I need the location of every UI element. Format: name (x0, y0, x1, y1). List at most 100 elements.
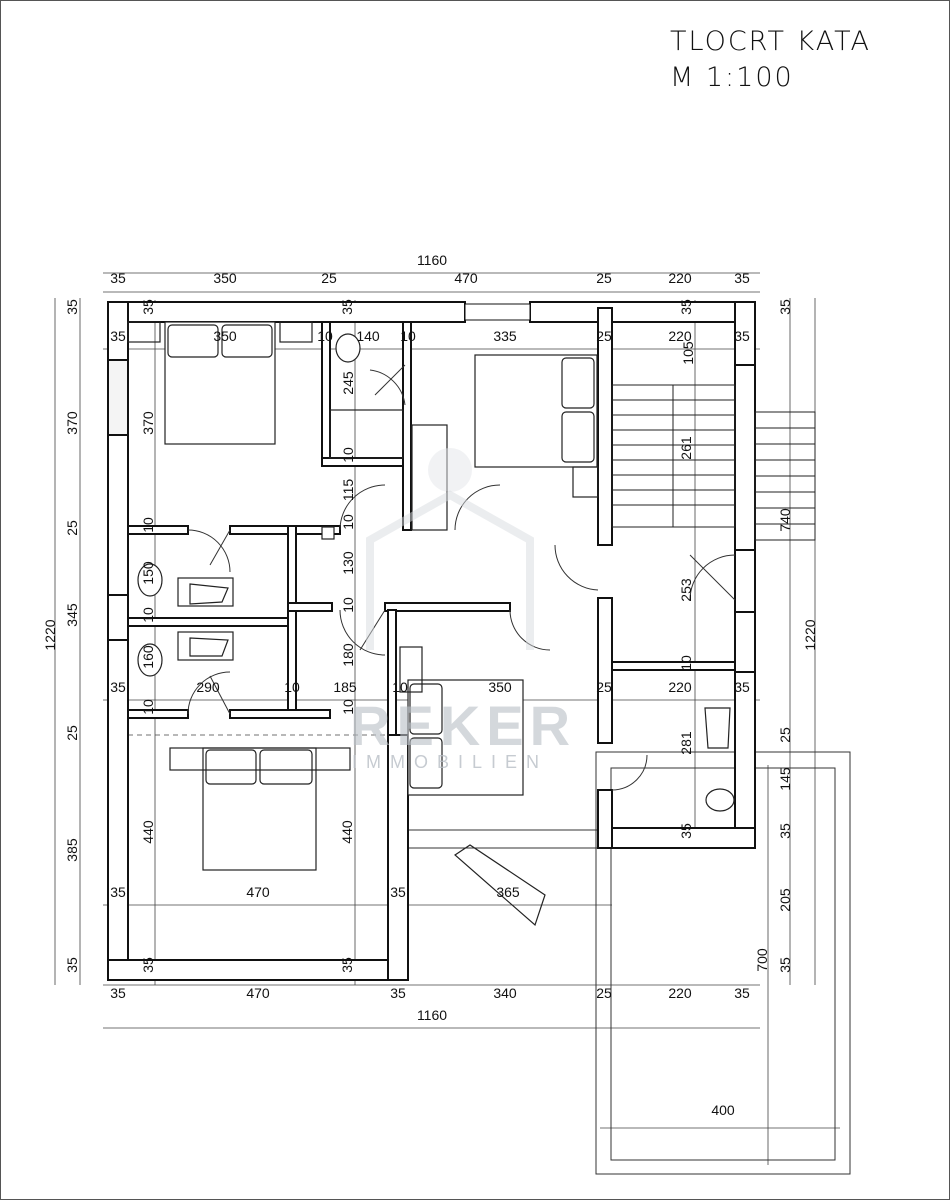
dimension-label: 35 (734, 328, 750, 344)
dimension-label: 185 (333, 679, 357, 695)
dimension-label: 35 (64, 957, 80, 973)
dimension-label: 35 (777, 823, 793, 839)
dimension-label: 1220 (42, 619, 58, 650)
watermark-sub: IMMOBILIEN (352, 752, 548, 772)
dimension-label: 350 (213, 328, 237, 344)
toilet-4 (705, 788, 735, 812)
dimension-label: 35 (64, 299, 80, 315)
dimension-label: 470 (246, 884, 270, 900)
plan-scale: M 1:100 (670, 62, 794, 93)
dimension-label: 345 (64, 603, 80, 627)
furniture (127, 321, 735, 927)
dimension-label: 440 (140, 820, 156, 844)
dimension-lines (54, 272, 840, 1165)
watermark: REKER IMMOBILIEN (350, 448, 570, 772)
dimension-label: 385 (64, 838, 80, 862)
dimension-label: 35 (140, 957, 156, 973)
dimension-label: 10 (340, 699, 356, 715)
dimension-label: 440 (339, 820, 355, 844)
dimension-label: 105 (680, 341, 696, 365)
plan-title: TLOCRT KATA (670, 26, 872, 57)
dimension-label: 25 (64, 520, 80, 536)
dimension-label: 245 (340, 371, 356, 395)
dimension-label: 35 (734, 985, 750, 1001)
dimension-label: 10 (392, 679, 408, 695)
dimension-label: 220 (668, 270, 692, 286)
dimension-label: 10 (140, 607, 156, 623)
dimension-label: 470 (454, 270, 478, 286)
dimension-label: 10 (317, 328, 333, 344)
dimension-label: 370 (64, 411, 80, 435)
dimension-label: 220 (668, 679, 692, 695)
dimension-label: 35 (140, 299, 156, 315)
dimension-label: 10 (400, 328, 416, 344)
toilet-1 (335, 333, 361, 363)
dimension-label: 220 (668, 985, 692, 1001)
dimension-label: 1220 (802, 619, 818, 650)
dimension-label: 25 (596, 985, 612, 1001)
dimension-label: 350 (213, 270, 237, 286)
dimension-label: 35 (777, 957, 793, 973)
dimension-label: 205 (777, 888, 793, 912)
dimension-label: 180 (340, 643, 356, 667)
doors (187, 364, 736, 791)
dimension-label: 10 (140, 517, 156, 533)
dimension-label: 35 (777, 299, 793, 315)
dimension-label: 130 (340, 551, 356, 575)
dimension-label: 35 (110, 679, 126, 695)
dimension-label: 10 (678, 655, 694, 671)
dimension-label: 35 (110, 884, 126, 900)
dimension-label: 35 (390, 985, 406, 1001)
dimension-label: 700 (754, 948, 770, 972)
sink-1 (189, 583, 229, 605)
dimension-label: 335 (493, 328, 517, 344)
dimension-label: 145 (777, 767, 793, 791)
dimension-label: 290 (196, 679, 220, 695)
dimension-label: 25 (777, 727, 793, 743)
dimension-label: 1160 (417, 252, 447, 268)
walls (107, 301, 756, 981)
dimension-label: 470 (246, 985, 270, 1001)
dimension-label: 25 (596, 328, 612, 344)
dimension-label: 350 (488, 679, 512, 695)
stairs (611, 384, 816, 541)
dimension-label: 150 (140, 561, 156, 585)
sink-2 (189, 637, 229, 657)
dimension-label: 253 (678, 578, 694, 602)
dimension-label: 10 (140, 699, 156, 715)
toilet-2 (137, 563, 163, 597)
dimension-label: 115 (340, 479, 356, 502)
dimension-label: 35 (734, 679, 750, 695)
dimension-label: 370 (140, 411, 156, 435)
toilet-3 (137, 643, 163, 677)
dimension-label: 25 (64, 725, 80, 741)
dimension-label: 365 (496, 884, 520, 900)
dimension-label: 281 (678, 731, 694, 755)
dimension-label: 160 (140, 645, 156, 669)
dimension-label: 35 (110, 328, 126, 344)
dimension-label: 340 (493, 985, 517, 1001)
sun-lounger (454, 844, 546, 927)
dimension-label: 10 (340, 447, 356, 463)
dimension-label: 25 (321, 270, 337, 286)
dimension-label: 35 (678, 823, 694, 839)
dimension-label: 400 (711, 1102, 735, 1118)
sink-3 (704, 707, 731, 749)
dimension-label: 35 (390, 884, 406, 900)
dimension-label: 25 (596, 679, 612, 695)
dimension-label: 25 (596, 270, 612, 286)
dimension-label: 10 (284, 679, 300, 695)
dimension-label: 35 (339, 957, 355, 973)
dimension-labels: 1160 35 350 25 470 25 220 35 35 350 10 140 10 335 25 22… (42, 252, 818, 1118)
dimension-label: 220 (668, 328, 692, 344)
dimension-label: 140 (356, 328, 380, 344)
dimension-label: 1160 (417, 1007, 447, 1023)
dimension-label: 740 (777, 508, 793, 532)
dimension-label: 35 (110, 270, 126, 286)
dimension-label: 10 (340, 597, 356, 613)
dimension-label: 35 (734, 270, 750, 286)
terrace (408, 751, 851, 1175)
drawing-title: TLOCRT KATA M 1:100 (670, 24, 871, 96)
dimension-label: 10 (340, 514, 356, 530)
